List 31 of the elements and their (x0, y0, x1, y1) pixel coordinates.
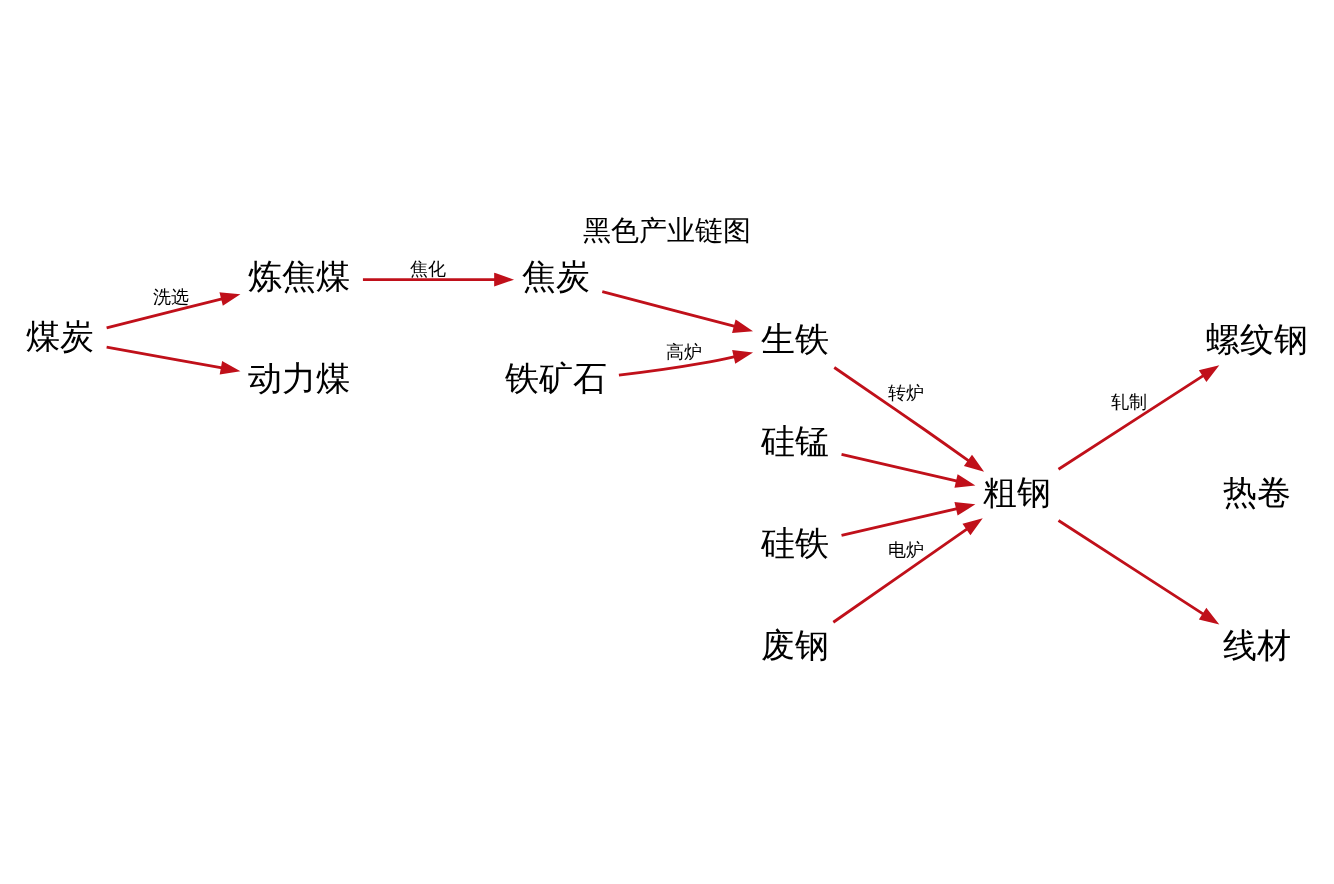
edge-label: 电炉 (888, 538, 925, 560)
arrow (601, 289, 753, 333)
node-text: 粗钢 (983, 471, 1052, 512)
node-text: 生铁 (761, 318, 830, 359)
node-text: 硅铁 (761, 522, 830, 563)
edge-label: 焦化 (409, 257, 446, 279)
node-text: 煤炭 (26, 315, 95, 356)
node-text: 焦炭 (521, 255, 590, 296)
node-text: 线材 (1222, 624, 1291, 665)
edge-label: 高炉 (665, 340, 702, 362)
node-text: 铁矿石 (504, 357, 607, 398)
arrow (832, 517, 983, 623)
node-text: 硅锰 (761, 420, 830, 461)
diagram-title: 黑色产业链图 (583, 213, 751, 247)
node-text: 炼焦煤 (248, 255, 351, 296)
arrow (106, 291, 241, 329)
node-text: 废钢 (761, 624, 830, 665)
label: 热卷 (1222, 471, 1291, 512)
arrow (1057, 364, 1220, 470)
arrow (841, 452, 976, 488)
arrow (106, 345, 241, 375)
edge-label: 洗选 (153, 285, 190, 307)
node-text: 螺纹钢 (1205, 318, 1308, 359)
edge-label: 转炉 (888, 381, 925, 403)
arrow (1057, 518, 1220, 624)
edge-label: 轧制 (1110, 390, 1147, 412)
node-text: 动力煤 (248, 357, 351, 398)
arrow (618, 349, 754, 377)
arrow (362, 272, 514, 287)
arrow (833, 365, 985, 472)
arrow (841, 501, 976, 537)
